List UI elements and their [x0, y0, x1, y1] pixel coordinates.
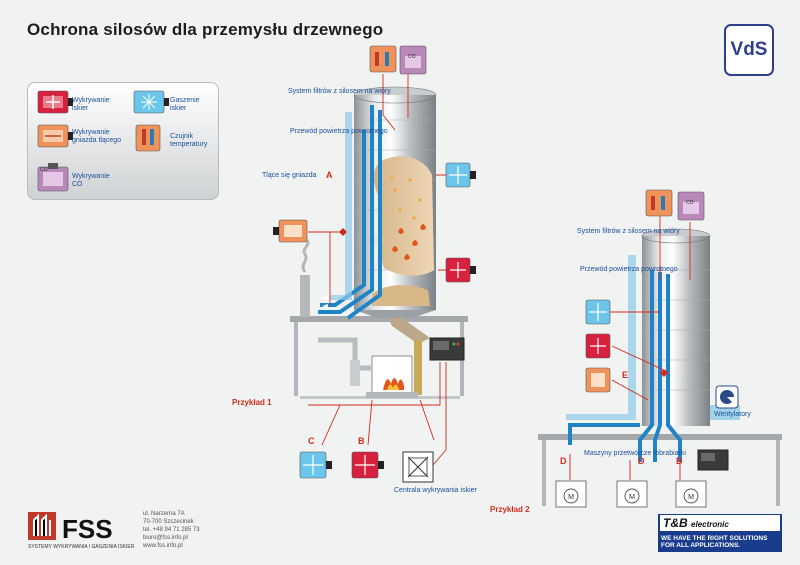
- fan-icon: [715, 385, 739, 409]
- page-title: Ochrona silosów dla przemysłu drzewnego: [27, 20, 384, 39]
- feed-pipe: [414, 340, 422, 395]
- letter-d-2: D: [638, 456, 645, 466]
- address-line: tel. +48 94 71 285 73: [143, 527, 200, 533]
- ex2-filter-label: System filtrów z silosem na wióry: [577, 228, 680, 235]
- address-line: 70-700 Szczecinek: [143, 519, 194, 525]
- spark-detector-icon: [37, 90, 73, 114]
- sawdust-bottom: [372, 285, 430, 306]
- pipe-boiler: [318, 337, 372, 371]
- extinguisher-3: [585, 299, 611, 325]
- silo-1: [353, 86, 437, 318]
- smoke: [301, 239, 310, 273]
- control-panel-1: [429, 337, 465, 361]
- letter-a: A: [326, 170, 333, 180]
- cyclone: [350, 360, 360, 386]
- co-detector-icon: [37, 163, 69, 192]
- ex2-machines-label: Maszyny przetwórcze /obrabiarki: [584, 450, 686, 457]
- central-unit-icon: [402, 451, 434, 483]
- return-air-duct-1: [330, 112, 352, 300]
- smoulder-detector-4: [585, 367, 611, 393]
- extinguisher-icon: [133, 90, 169, 114]
- tb-logo-small: electronic: [691, 520, 729, 529]
- smoulder-detector-2: [273, 219, 308, 243]
- legend-co-tag: CO: [40, 167, 48, 173]
- chimney: [300, 275, 310, 317]
- tb-logo-big: T&B: [663, 516, 688, 530]
- co-detector-1: [399, 45, 427, 75]
- fss-logo: FSS: [28, 512, 113, 544]
- legend-extinguish-label: Gaszenie iskier: [170, 97, 200, 112]
- signal-lines-2: [569, 216, 691, 480]
- return-air-duct-2: [566, 255, 636, 420]
- spark-detector-1: [445, 257, 476, 283]
- smoulder-detector-3: [645, 189, 673, 217]
- legend-spark-label: Wykrywanie iskier: [72, 97, 110, 112]
- temperature-sensor-icon: [135, 124, 161, 152]
- legend-temp-label: Czujnik temperatury: [170, 133, 208, 148]
- sensor-point-1: [339, 228, 347, 236]
- co-tag-1: CO: [408, 54, 416, 60]
- tb-slogan-line-2: FOR ALL APPLICATIONS.: [661, 542, 741, 549]
- co-tag-2: CO: [686, 200, 694, 206]
- ex2-fans-label: Wentylatory: [714, 411, 751, 418]
- address-line: ul. Narzerna 7A: [143, 511, 185, 517]
- svg-text:M: M: [568, 494, 574, 501]
- sensor-point-2: [660, 369, 668, 377]
- spark-detector-2: [351, 451, 384, 479]
- legend-smoulder-label: Wykrywanie gniazda tlącego: [72, 129, 122, 144]
- smoulder-detector-1: [369, 45, 397, 73]
- machine-2: M: [616, 480, 648, 508]
- control-panel-2: [697, 449, 729, 471]
- machine-1: M: [555, 480, 587, 508]
- fan-duct: [710, 405, 740, 420]
- ex1-return-air-label: Przewód powietrza powrotnego: [290, 128, 388, 135]
- example2-label: Przykład 2: [490, 505, 530, 514]
- svg-text:M: M: [629, 494, 635, 501]
- svg-text:M: M: [688, 494, 694, 501]
- fss-subtitle: SYSTEMY WYKRYWANIA I GASZENIA ISKIER: [28, 544, 135, 550]
- legend-icons: [37, 90, 169, 192]
- platform-2: [538, 434, 782, 506]
- letter-e: E: [622, 370, 629, 380]
- tb-slogan: WE HAVE THE RIGHT SOLUTIONS FOR ALL APPL…: [661, 535, 767, 549]
- letter-c: C: [308, 436, 315, 446]
- ex2-return-air-label: Przewód powietrza powrotnego: [580, 266, 678, 273]
- letter-d-3: D: [676, 456, 683, 466]
- screw-conveyor: [388, 318, 430, 344]
- tb-logo: T&B electronic: [660, 515, 780, 531]
- letter-d-1: D: [560, 456, 567, 466]
- smoulder-detector-icon: [37, 124, 73, 148]
- address-website: www.fss.info.pl: [143, 543, 183, 549]
- address-email: biuro@fss.info.pl: [143, 535, 188, 541]
- tb-slogan-line-1: WE HAVE THE RIGHT SOLUTIONS: [661, 535, 768, 542]
- co-detector-2: [677, 191, 705, 221]
- example1-label: Przykład 1: [232, 398, 272, 407]
- svg-text:FSS: FSS: [62, 514, 113, 544]
- sawdust-mass: [373, 156, 434, 276]
- ducts-2: [568, 270, 682, 462]
- extinguisher-1: [445, 162, 476, 188]
- boiler: [366, 355, 418, 398]
- ex1-filter-label: System filtrów z silosem na wióry: [288, 88, 391, 95]
- signal-lines-1: [308, 74, 455, 466]
- ex1-nest-label: Tlące się gniazda: [262, 172, 317, 179]
- airflow-arrows-1: [322, 296, 328, 308]
- company-address: ul. Narzerna 7A 70-700 Szczecinek tel. +…: [143, 510, 200, 550]
- letter-b: B: [358, 436, 365, 446]
- extinguisher-2: [299, 451, 332, 479]
- ex1-central-label: Centrala wykrywania iskier: [394, 487, 477, 494]
- vds-badge: VdS: [724, 24, 774, 76]
- legend-co-label: Wykrywanie CO: [72, 173, 110, 188]
- spark-detector-3: [585, 333, 611, 359]
- legend: Wykrywanie iskier Wykrywanie gniazda tlą…: [27, 82, 219, 200]
- machine-3: M: [675, 480, 707, 508]
